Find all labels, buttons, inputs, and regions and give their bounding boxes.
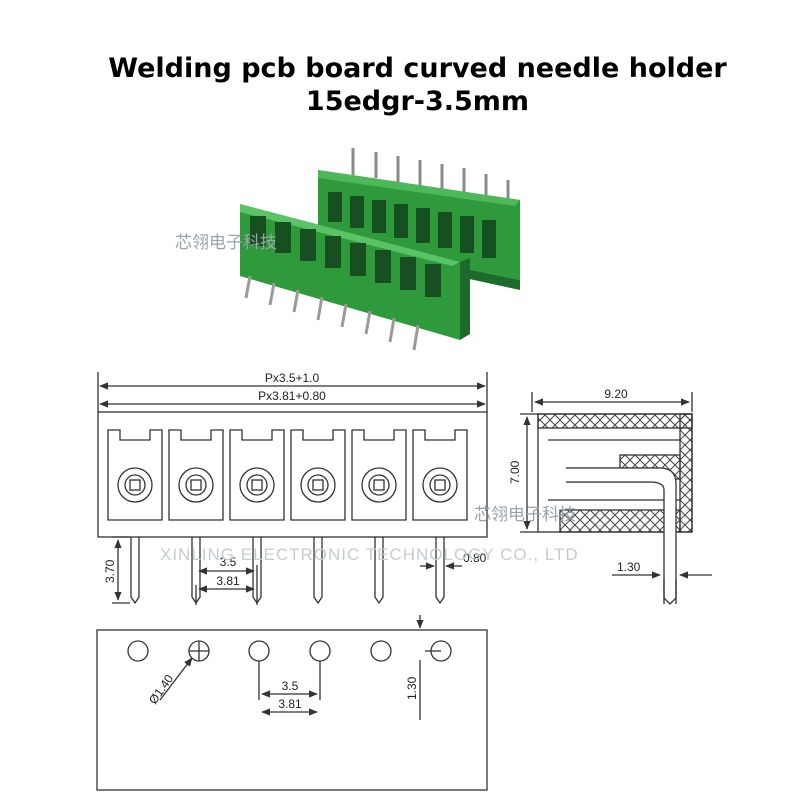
front-view-drawing — [97, 372, 488, 605]
pcb-hole-layout — [96, 615, 488, 791]
dim-pitch-35: 3.5 — [220, 555, 237, 569]
dim-pin-length: 3.70 — [103, 559, 117, 583]
front-connector-pins-bottom — [244, 275, 420, 351]
pcb-holes — [127, 640, 452, 662]
product-photo — [240, 148, 520, 351]
title-line-2: 15edgr-3.5mm — [305, 86, 530, 117]
front-connector — [240, 204, 470, 340]
dim-overall-35: Px3.5+1.0 — [265, 371, 320, 385]
terminal-cells — [107, 429, 468, 521]
product-title: Welding pcb board curved needle holder 1… — [0, 52, 800, 118]
side-view-drawing — [520, 392, 712, 605]
dim-side-height: 7.00 — [508, 460, 522, 484]
watermark-en: XINLING ELECTRONIC TECHNOLOGY CO., LTD — [160, 545, 579, 564]
dim-pitch-381: 3.81 — [216, 574, 240, 588]
dim-hole-pitch-381: 3.81 — [278, 697, 302, 711]
dim-hole-dia: Ø1.40 — [146, 672, 176, 707]
title-line-1: Welding pcb board curved needle holder — [108, 53, 727, 84]
watermark-cn-top: 芯翎电子科技 — [175, 233, 277, 253]
dim-pin-width: 0.80 — [463, 551, 487, 565]
dim-hole-pitch-35: 3.5 — [282, 679, 299, 693]
watermark-cn-bottom: 芯翎电子科技 — [474, 505, 576, 525]
dim-overall-381: Px3.81+0.80 — [258, 389, 326, 403]
dim-hole-offset: 1.30 — [405, 676, 419, 700]
dim-side-offset: 1.30 — [617, 560, 641, 574]
dim-side-width: 9.20 — [604, 387, 628, 401]
